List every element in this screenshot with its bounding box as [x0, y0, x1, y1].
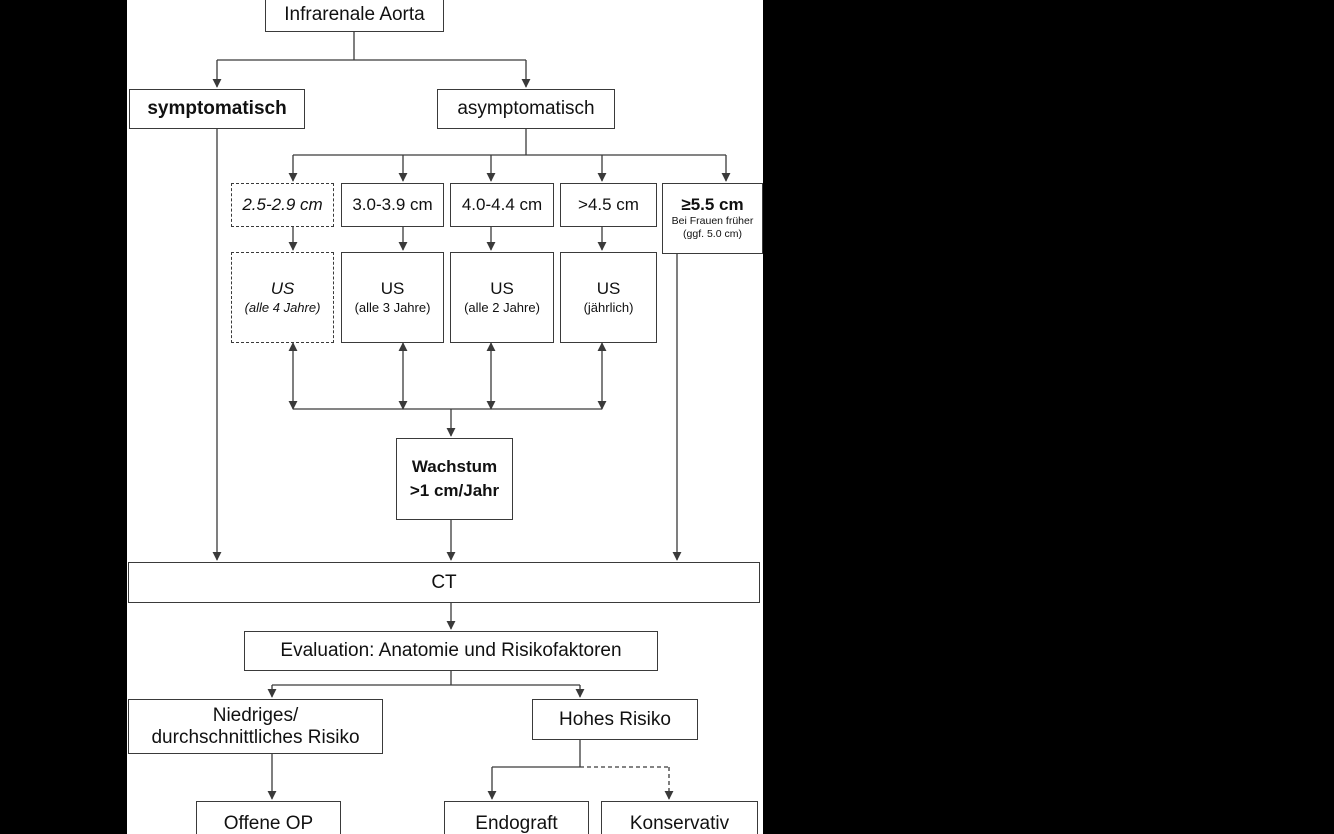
node-evaluation: Evaluation: Anatomie und Risikofaktoren [244, 631, 658, 671]
node-label: CT [431, 571, 457, 593]
node-us-2-years: US (alle 2 Jahre) [450, 252, 554, 343]
node-us-3-years: US (alle 3 Jahre) [341, 252, 444, 343]
node-label: Hohes Risiko [559, 708, 671, 730]
connector-layer [212, 32, 731, 800]
node-asymptomatic: asymptomatisch [437, 89, 615, 129]
node-endograft: Endograft [444, 801, 589, 834]
node-label: >4.5 cm [578, 195, 639, 215]
node-line: durchschnittliches Risiko [151, 726, 360, 748]
node-label: 2.5-2.9 cm [242, 195, 323, 215]
node-symptomatic: symptomatisch [129, 89, 305, 129]
node-label: asymptomatisch [457, 98, 595, 120]
node-infrarenale-aorta: Infrarenale Aorta [265, 0, 444, 32]
node-note: (ggf. 5.0 cm) [683, 228, 742, 241]
flowchart-canvas: Infrarenale Aorta symptomatisch asymptom… [127, 0, 763, 834]
node-title: US [270, 278, 295, 298]
node-title: US [380, 278, 405, 298]
node-high-risk: Hohes Risiko [532, 699, 698, 740]
node-conservative: Konservativ [601, 801, 758, 834]
node-size-5-5: ≥5.5 cm Bei Frauen früher (ggf. 5.0 cm) [662, 183, 763, 254]
node-label: Konservativ [629, 812, 730, 834]
node-label: symptomatisch [147, 98, 287, 120]
node-line: Niedriges/ [212, 704, 299, 726]
node-title: US [490, 278, 514, 298]
node-growth: Wachstum >1 cm/Jahr [396, 438, 513, 520]
node-label: Evaluation: Anatomie und Risikofaktoren [280, 640, 622, 662]
node-us-4-years: US (alle 4 Jahre) [231, 252, 334, 343]
node-title: US [596, 278, 621, 298]
node-label: 3.0-3.9 cm [352, 195, 433, 215]
node-size-4-5: >4.5 cm [560, 183, 657, 227]
node-interval: (alle 2 Jahre) [464, 300, 540, 316]
node-label: Infrarenale Aorta [284, 4, 425, 26]
node-interval: (alle 3 Jahre) [354, 300, 431, 316]
node-line: Wachstum [411, 457, 498, 477]
node-note: Bei Frauen früher [671, 214, 754, 227]
node-line: >1 cm/Jahr [409, 481, 500, 500]
node-size-2-5-2-9: 2.5-2.9 cm [231, 183, 334, 227]
node-interval: (jährlich) [583, 300, 634, 316]
node-size-3-0-3-9: 3.0-3.9 cm [341, 183, 444, 227]
node-label: Endograft [475, 812, 558, 834]
node-ct: CT [128, 562, 760, 603]
node-size-4-0-4-4: 4.0-4.4 cm [450, 183, 554, 227]
node-low-risk: Niedriges/ durchschnittliches Risiko [128, 699, 383, 754]
node-interval: (alle 4 Jahre) [244, 300, 321, 316]
node-label: 4.0-4.4 cm [461, 195, 543, 215]
node-us-yearly: US (jährlich) [560, 252, 657, 343]
node-open-surgery: Offene OP [196, 801, 341, 834]
node-title: ≥5.5 cm [681, 195, 744, 215]
node-label: Offene OP [223, 812, 314, 834]
